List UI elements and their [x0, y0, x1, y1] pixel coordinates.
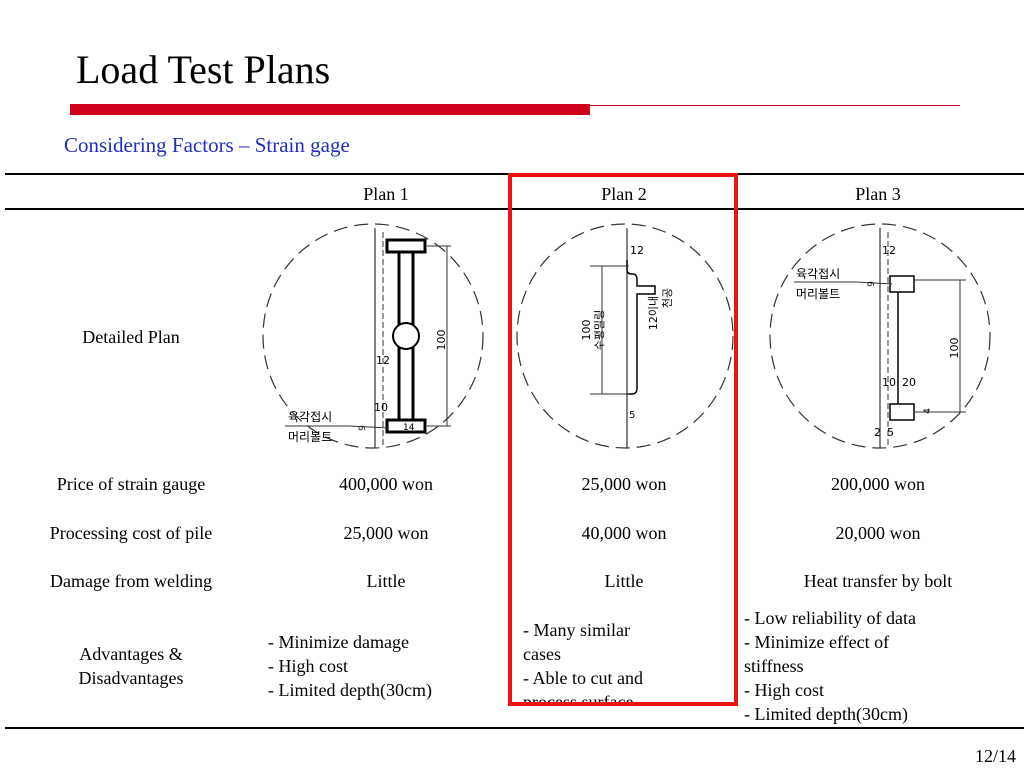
row-label-detailed-plan: Detailed Plan	[82, 327, 180, 347]
list-item: - Minimize damage	[268, 632, 409, 652]
plan3-bottom-bolt	[889, 403, 915, 421]
processing-plan1: 25,000 won	[343, 523, 429, 543]
price-plan2: 25,000 won	[581, 474, 667, 494]
plan2-dim-100: 100	[580, 320, 593, 341]
plan1-dim-100: 100	[435, 330, 448, 351]
plan3-dim-10: 10	[882, 376, 896, 389]
advantages-plan2: - Many similar cases - Able to cut and p…	[523, 618, 735, 703]
list-item: process surface	[523, 692, 634, 703]
list-item: - High cost	[268, 656, 348, 676]
row-label-processing: Processing cost of pile	[49, 523, 213, 543]
plan1-dim-14: 14	[403, 423, 415, 433]
damage-plan1: Little	[366, 571, 406, 591]
table-bottom-rule	[5, 727, 1024, 729]
plan1-section-circle	[262, 223, 484, 449]
list-item: - High cost	[744, 680, 824, 700]
plan2-highlight-box	[508, 173, 738, 706]
plan2-milled-profile	[626, 260, 656, 395]
plan3-dim-2: 2	[874, 426, 881, 439]
list-item: - Minimize effect of	[744, 632, 890, 652]
plan2-dim-5: 5	[629, 410, 635, 421]
plan2-dim-12: 12	[630, 244, 644, 257]
column-header-plan3: Plan 3	[855, 184, 901, 204]
plan1-dim-12: 12	[376, 354, 390, 367]
price-plan3: 200,000 won	[831, 474, 925, 494]
list-item: cases	[523, 644, 561, 664]
title-underline-thin	[590, 105, 960, 106]
list-item: - Limited depth(30cm)	[268, 680, 432, 700]
processing-plan3: 20,000 won	[835, 523, 921, 543]
price-plan1: 400,000 won	[339, 474, 433, 494]
damage-plan3: Heat transfer by bolt	[803, 571, 953, 591]
plan1-label-hex: 육각접시	[288, 410, 332, 424]
list-item: - Able to cut and	[523, 668, 643, 688]
plan3-dim-20: 20	[902, 376, 916, 389]
list-item: - Many similar	[523, 620, 630, 640]
plan3-dim-5: 5	[887, 426, 894, 439]
advantages-plan1: - Minimize damage - High cost - Limited …	[268, 630, 432, 702]
plan1-label-bolt: 머리볼트	[288, 430, 332, 444]
plan3-drawing: 100 12 육각접시 머리볼트 9 10 20 4 2 5	[769, 223, 991, 449]
slide-title: Load Test Plans	[76, 47, 331, 92]
plan1-drawing: 100 12 10 9 14 육각접시 머리볼트	[262, 223, 484, 449]
plan2-section-circle	[516, 223, 734, 449]
list-item: - Low reliability of data	[744, 608, 916, 628]
slide-subtitle: Considering Factors – Strain gage	[64, 133, 350, 157]
plan3-label-hex: 육각접시	[796, 267, 840, 281]
plan3-dim-9: 9	[867, 281, 877, 287]
plan2-label-cut: 천공	[660, 288, 674, 308]
plan1-bottom-plate	[385, 418, 427, 434]
plan3-dim-12: 12	[882, 244, 896, 257]
row-label-advantages: Advantages & Disadvantages	[78, 644, 184, 688]
plan2-drawing: 100 수평밀링 12 12이내 천공 5	[516, 223, 734, 449]
column-header-plan2: Plan 2	[601, 184, 647, 204]
plan1-dim-10: 10	[374, 401, 388, 414]
plan1-gauge-circle	[392, 322, 420, 350]
plan3-top-bolt	[889, 275, 915, 293]
list-item: - Limited depth(30cm)	[744, 704, 908, 724]
page-number: 12/14	[974, 746, 1016, 766]
title-underline-thick	[70, 104, 590, 115]
table-header-rule	[5, 208, 1024, 210]
plan3-label-bolt: 머리볼트	[796, 287, 840, 301]
advantages-plan3: - Low reliability of data - Minimize eff…	[744, 606, 916, 726]
plan2-label-polish: 수평밀링	[593, 310, 606, 350]
plan2-dim-12-below: 12이내	[647, 296, 660, 330]
row-label-price: Price of strain gauge	[56, 474, 206, 494]
plan1-dim-9: 9	[358, 425, 368, 431]
damage-plan2: Little	[604, 571, 644, 591]
plan1-top-plate	[385, 238, 427, 254]
processing-plan2: 40,000 won	[581, 523, 667, 543]
row-label-damage: Damage from welding	[50, 571, 212, 591]
plan3-dim-100: 100	[948, 338, 961, 359]
plan3-dim-4: 4	[923, 408, 933, 414]
list-item: stiffness	[744, 656, 804, 676]
column-header-plan1: Plan 1	[363, 184, 409, 204]
